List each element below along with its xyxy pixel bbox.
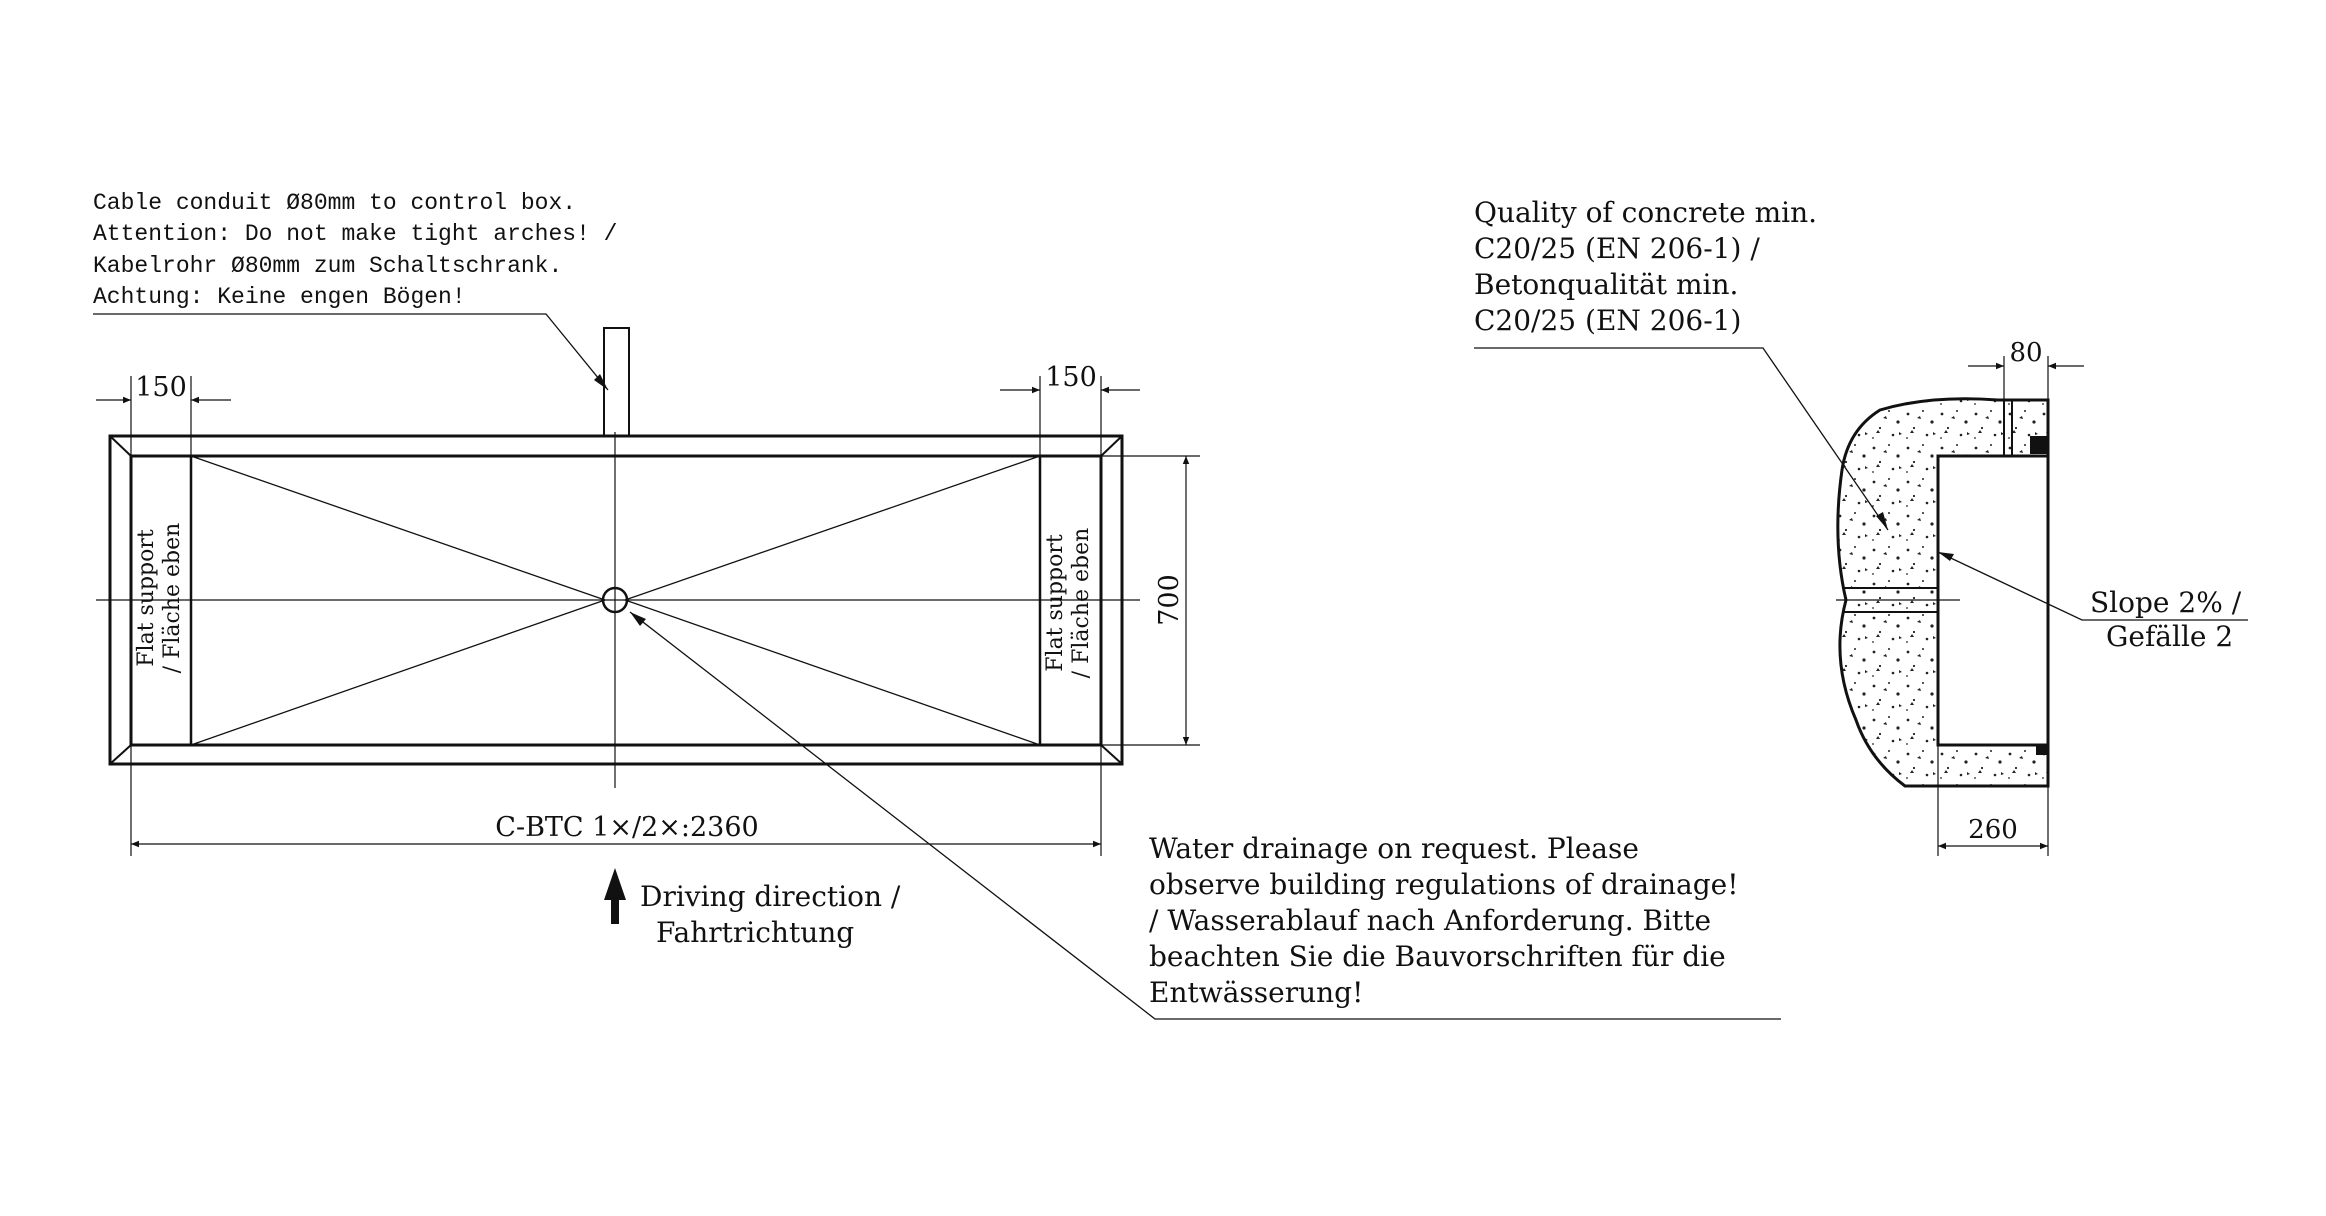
flat-support-left-line2: / Fläche eben bbox=[160, 523, 185, 674]
drainage-note-line5: Entwässerung! bbox=[1149, 976, 1363, 1009]
concrete-quality-note: Quality of concrete min. C20/25 (EN 206-… bbox=[1474, 196, 1889, 531]
flat-support-right-line1: Flat support bbox=[1043, 534, 1068, 672]
dimension-right-150: 150 bbox=[1000, 362, 1140, 456]
plan-view bbox=[96, 327, 1140, 788]
drain-icon bbox=[601, 586, 629, 614]
drainage-note-line2: observe building regulations of drainage… bbox=[1149, 868, 1738, 901]
cable-note-line1: Cable conduit Ø80mm to control box. bbox=[93, 190, 576, 216]
driving-direction: Driving direction / Fahrtrichtung bbox=[604, 868, 901, 949]
dimension-length-value: C-BTC 1×/2×:2360 bbox=[495, 812, 758, 843]
concrete-note-line2: C20/25 (EN 206-1) / bbox=[1474, 232, 1760, 265]
slope-note: Slope 2% / Gefälle 2 bbox=[1937, 551, 2248, 653]
flat-support-right-line2: / Fläche eben bbox=[1069, 528, 1094, 679]
flat-support-right-label: Flat support / Fläche eben bbox=[1043, 528, 1094, 679]
concrete-note-line3: Betonqualität min. bbox=[1474, 268, 1738, 301]
dimension-width-700: 700 bbox=[1101, 455, 1200, 746]
cross-section: 80 260 bbox=[1836, 338, 2084, 856]
arrow-up-icon bbox=[604, 868, 626, 924]
dimension-left-value: 150 bbox=[135, 372, 187, 403]
driving-direction-line1: Driving direction / bbox=[640, 880, 901, 913]
concrete-note-line4: C20/25 (EN 206-1) bbox=[1474, 304, 1741, 337]
drainage-note-line4: beachten Sie die Bauvorschriften für die bbox=[1149, 940, 1726, 973]
cable-note-line3: Kabelrohr Ø80mm zum Schaltschrank. bbox=[93, 253, 562, 279]
dimension-length-2360: C-BTC 1×/2×:2360 bbox=[130, 745, 1102, 856]
cable-conduit-note: Cable conduit Ø80mm to control box. Atte… bbox=[93, 190, 618, 391]
concrete-body bbox=[1836, 397, 2050, 788]
flat-support-left-line1: Flat support bbox=[134, 529, 159, 667]
water-drainage-note: Water drainage on request. Please observ… bbox=[629, 611, 1781, 1020]
slope-note-line2: Gefälle 2 bbox=[2106, 620, 2233, 653]
cable-note-line2: Attention: Do not make tight arches! / bbox=[93, 221, 618, 247]
drainage-note-line1: Water drainage on request. Please bbox=[1149, 832, 1639, 865]
driving-direction-line2: Fahrtrichtung bbox=[656, 916, 854, 949]
slope-note-line1: Slope 2% / bbox=[2090, 586, 2242, 619]
section-dim-80: 80 bbox=[2009, 338, 2042, 368]
cable-conduit-pipe bbox=[603, 327, 630, 437]
drainage-note-line3: / Wasserablauf nach Anforderung. Bitte bbox=[1149, 904, 1711, 937]
cable-note-line4: Achtung: Keine engen Bögen! bbox=[93, 284, 466, 310]
flat-support-left-label: Flat support / Fläche eben bbox=[134, 523, 185, 674]
dimension-width-value: 700 bbox=[1154, 574, 1185, 626]
section-dim-260: 260 bbox=[1968, 815, 2018, 845]
dimension-left-150: 150 bbox=[96, 372, 231, 456]
concrete-note-line1: Quality of concrete min. bbox=[1474, 196, 1817, 229]
dimension-right-value: 150 bbox=[1045, 362, 1097, 393]
